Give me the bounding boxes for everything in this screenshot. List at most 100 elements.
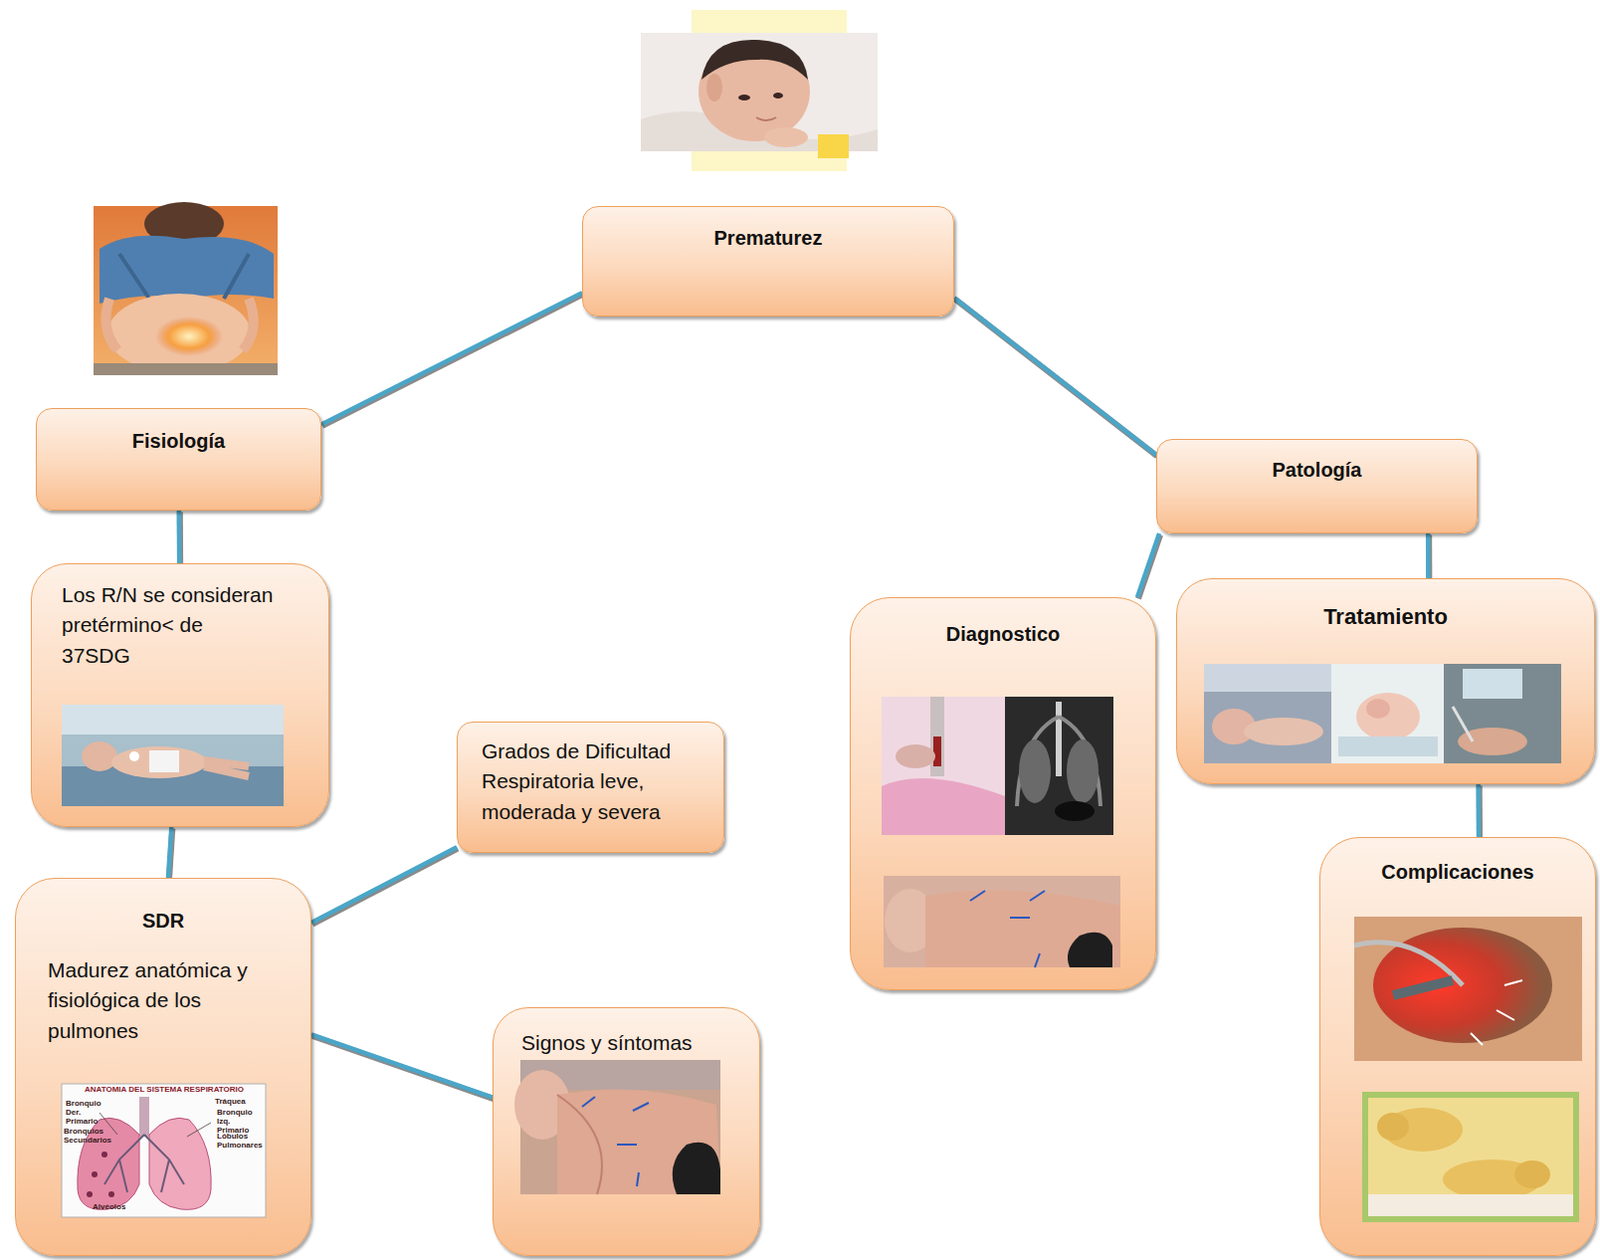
illustration-part (881, 778, 1005, 835)
illustration-part (93, 363, 278, 376)
node-title: SDR (25, 906, 301, 936)
pregnant-woman-photo (93, 201, 278, 376)
treatment-photos (1203, 663, 1562, 764)
illustration-part (1338, 736, 1438, 757)
illustration-part (111, 746, 207, 779)
node-title: Patología (1167, 455, 1467, 485)
illustration-part (107, 293, 251, 374)
illustration-part (1354, 942, 1463, 986)
illustration-part (105, 298, 118, 351)
connector-shadow (169, 828, 173, 880)
topic-box: Diagnostico (849, 597, 1157, 991)
illustration-title: ANATOMIA DEL SISTEMA RESPIRATORIO (69, 1085, 259, 1095)
node-title: Grados de Dificultad Respiratoria leve, … (481, 736, 709, 827)
part-label: Lóbulos Pulmonares (216, 1132, 263, 1151)
illustration-part (925, 889, 1121, 968)
connector-shadow (1138, 535, 1161, 600)
baby-photo (640, 9, 878, 172)
connector (1137, 533, 1161, 600)
illustration-part (514, 1069, 571, 1140)
connector-line (321, 292, 583, 424)
illustration-part (129, 751, 140, 762)
illustration-part (203, 760, 249, 777)
lungs-illustration (61, 1083, 266, 1217)
illustration-part (883, 875, 1121, 968)
illustration-part (1383, 1107, 1463, 1152)
illustration-part (1457, 727, 1528, 756)
illustration-part (61, 766, 284, 806)
illustration-part (1067, 932, 1113, 968)
illustration-part (691, 9, 847, 172)
illustration-part (108, 1191, 115, 1198)
root-topic-box: Prematurez (582, 205, 955, 317)
illustration-part (119, 253, 249, 299)
illustration-part (706, 73, 723, 102)
illustration-part (99, 1112, 211, 1137)
illustration-part (1018, 739, 1051, 803)
connector (311, 846, 458, 924)
node-title: Diagnostico (860, 619, 1146, 649)
illustration-part (1373, 927, 1553, 1043)
illustration-part (242, 298, 254, 351)
connector (954, 297, 1158, 456)
illustration-part (672, 1142, 721, 1195)
connector-shadow (312, 1035, 494, 1099)
illustration-part (1211, 708, 1256, 745)
illustration-part (99, 235, 274, 304)
node-body: Madurez anatómica y fisiológica de los p… (47, 955, 279, 1046)
illustration-part (149, 750, 180, 773)
connector-line (311, 846, 457, 923)
illustration-part (144, 201, 224, 246)
illustration-part (1066, 739, 1099, 803)
connector (168, 826, 173, 880)
definition-box: Los R/N se consideran pretérmino< de 37S… (30, 563, 330, 827)
illustration-part (81, 741, 118, 772)
illustration-part (91, 1171, 98, 1178)
illustration-part (1377, 1112, 1409, 1141)
illustration-part (970, 890, 1045, 968)
illustration-part (139, 1096, 150, 1137)
diagnosis-photos (881, 696, 1121, 968)
illustration-part (881, 696, 1005, 835)
illustration-part (1004, 696, 1114, 835)
illustration-part (520, 1059, 721, 1195)
node-title: Fisiología (46, 426, 311, 456)
connector (1478, 784, 1480, 839)
connector-line (168, 826, 172, 878)
complication-photos (1354, 916, 1583, 1222)
detail-box: Signos y síntomas (492, 1006, 761, 1256)
illustration-part (104, 1134, 185, 1193)
illustration-part (155, 316, 223, 357)
illustration-part (773, 92, 784, 99)
illustration-part (756, 117, 777, 121)
illustration-part (582, 1096, 649, 1187)
part-label: Tráquea (214, 1097, 263, 1107)
illustration-part (1331, 663, 1444, 764)
branch-box: Fisiología (35, 407, 322, 511)
illustration-part (1368, 1194, 1574, 1216)
illustration-part (1442, 1159, 1543, 1200)
illustration-part (933, 736, 942, 767)
connector-line (311, 1033, 493, 1097)
node-title: Los R/N se consideran pretérmino< de 37S… (61, 580, 275, 671)
detail-box: Grados de Dificultad Respiratoria leve, … (456, 721, 725, 853)
illustration-part (884, 888, 937, 953)
illustration-part (1362, 1091, 1580, 1222)
connector-line (177, 510, 183, 564)
connector-shadow (955, 299, 1158, 457)
connector-shadow (312, 848, 458, 925)
illustration-part (930, 696, 945, 777)
illustration-part (520, 1059, 721, 1090)
topic-box: Complicaciones (1319, 836, 1597, 1256)
illustration-part (1368, 1097, 1574, 1216)
connector-shadow (322, 294, 584, 426)
illustration-part (1514, 1160, 1551, 1189)
branch-box: Patología (1156, 438, 1478, 534)
illustration-part (1366, 698, 1391, 719)
connector-shadow (1425, 535, 1432, 581)
part-label: Bronquio Der. Primario (65, 1099, 114, 1126)
illustration-part (1443, 663, 1562, 764)
topic-box: SDR Madurez anatómica y fisiológica de lo… (14, 877, 312, 1256)
